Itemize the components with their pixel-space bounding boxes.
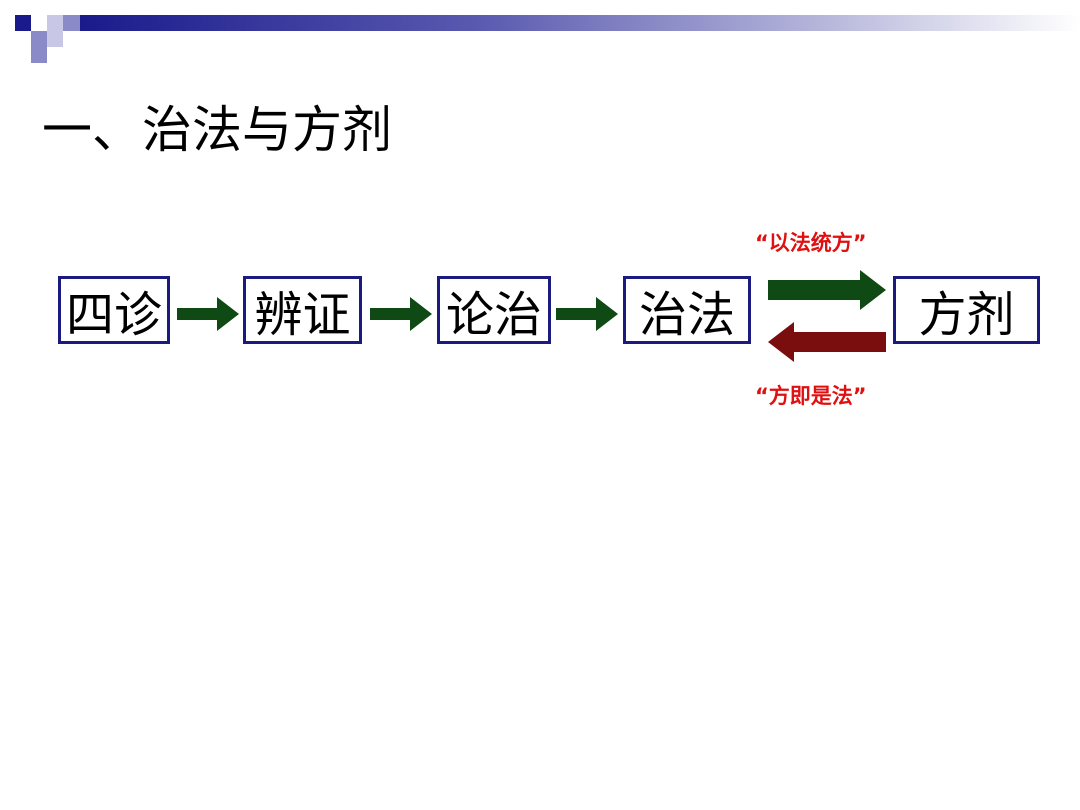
header-square-decoration [47, 15, 63, 31]
header-gradient-bar [80, 15, 1080, 31]
annotation-fang-jishi-fa: “方即是法” [755, 384, 867, 408]
header-square-decoration [31, 47, 47, 63]
arrow-right-icon [556, 297, 618, 331]
page-title: 一、治法与方剂 [42, 101, 392, 159]
arrow-left-icon [768, 322, 886, 362]
arrow-right-icon [370, 297, 432, 331]
step-box-zhifa: 治法 [623, 276, 751, 344]
step-box-bianzheng: 辨证 [243, 276, 362, 344]
step-box-sizhen: 四诊 [58, 276, 170, 344]
step-box-fangji: 方剂 [893, 276, 1040, 344]
annotation-yifa-tongfang: “以法统方” [755, 231, 867, 255]
header-square-decoration [63, 15, 80, 31]
header-square-decoration [15, 15, 31, 31]
header-square-decoration [47, 31, 63, 47]
header-square-decoration [31, 31, 47, 47]
step-box-lunzhi: 论治 [437, 276, 551, 344]
arrow-right-icon [768, 270, 886, 310]
header-square-decoration [31, 15, 47, 31]
header-square-decoration [15, 31, 31, 47]
arrow-right-icon [177, 297, 239, 331]
